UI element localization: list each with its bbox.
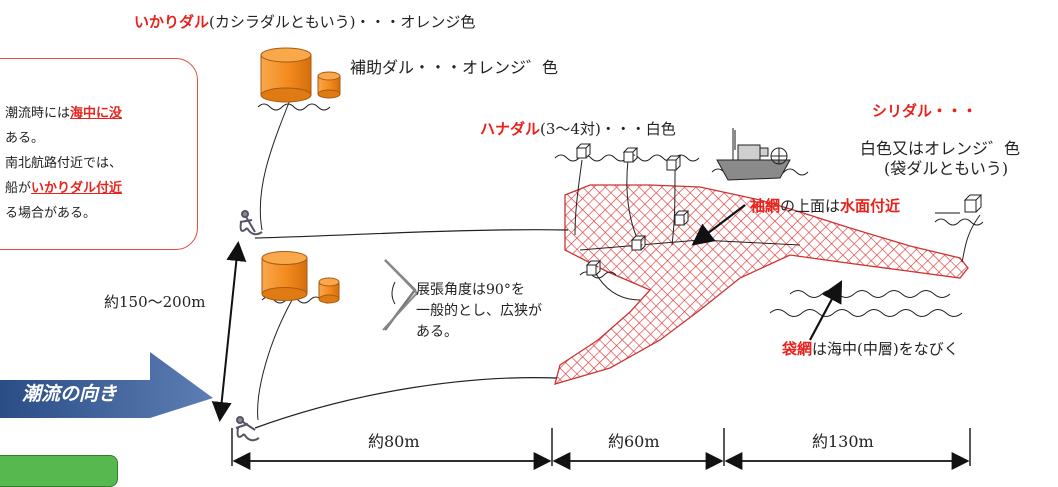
width-label: 約150〜200m <box>104 293 206 311</box>
callout-line-1: 潮流時には海中に没 <box>5 106 123 121</box>
distance-label-1: 約80m <box>368 432 420 451</box>
shiri-color-label: 白色又はオレンジ゛色 <box>860 139 1021 158</box>
distance-label-2: 約60m <box>608 432 660 451</box>
callout-line-2: ある。 <box>5 131 45 146</box>
green-tab <box>0 455 118 487</box>
anchor-buoy-bottom <box>261 251 308 301</box>
aux-buoy-bottom <box>318 277 340 304</box>
tide-arrow <box>0 352 213 418</box>
hana-buoys <box>575 143 983 276</box>
set-net-diagram <box>0 47 984 470</box>
aux-buoy-label: 補助ダル・・・オレンジ゛色 <box>350 58 559 77</box>
fukuroami-label: 袋網は海中(中層)をなびく <box>782 340 959 358</box>
shiri-alt-label: (袋ダルともいう) <box>884 159 1009 178</box>
anchor-icon-top <box>239 210 263 236</box>
angle-note-2: 一般的とし、広狭が <box>416 303 542 319</box>
angle-note-1: 展張角度は90°を <box>416 282 525 298</box>
boat-icon <box>716 128 791 181</box>
net-body <box>554 184 969 385</box>
shiri-buoy-label: シリダル・・・ <box>872 102 978 120</box>
anchor-buoy-top <box>260 47 312 103</box>
anchor-icon-bottom <box>235 416 260 442</box>
angle-indicator <box>384 259 417 331</box>
warning-callout <box>0 58 198 250</box>
callout-line-4: 船がいかりダル付近 <box>5 181 123 196</box>
main-buoy-label: いかりダル(カシラダルともいう)・・・オレンジ色 <box>134 13 476 31</box>
tide-direction-label: 潮流の向き <box>22 383 118 405</box>
angle-note-3: ある。 <box>416 324 458 340</box>
hana-buoy-label: ハナダル(3〜4対)・・・白色 <box>480 120 676 138</box>
callout-line-3: 南北航路付近では、 <box>5 156 123 171</box>
aux-buoy-top <box>317 71 341 99</box>
callout-line-5: る場合がある。 <box>5 206 97 221</box>
sodeami-label: 袖網の上面は水面付近 <box>750 197 901 215</box>
distance-label-3: 約130m <box>812 432 874 451</box>
